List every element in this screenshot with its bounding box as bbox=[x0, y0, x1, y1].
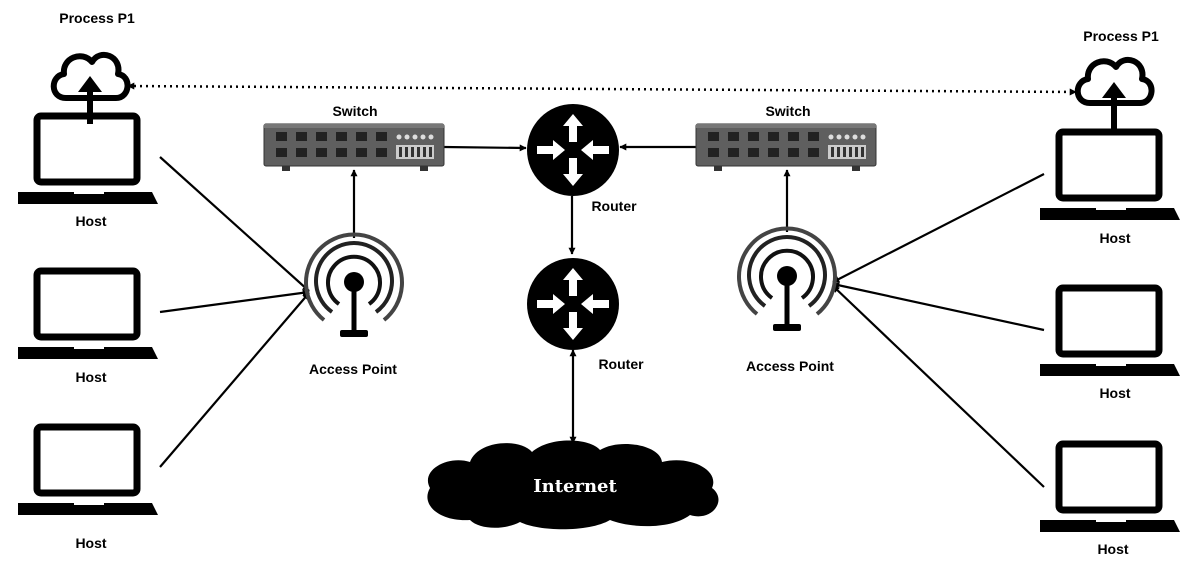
wireless-access-point-icon bbox=[737, 226, 837, 333]
access-point-left-label: Access Point bbox=[309, 361, 397, 377]
laptop-icon bbox=[1040, 288, 1180, 376]
host-label: Host bbox=[75, 535, 106, 551]
left-host-2 bbox=[18, 271, 158, 359]
laptop-icon bbox=[18, 116, 158, 204]
wireless-access-point-icon bbox=[304, 232, 404, 339]
left-host-1 bbox=[18, 55, 158, 204]
process-left bbox=[54, 55, 128, 124]
router-icon bbox=[527, 258, 619, 350]
cloud-icon bbox=[427, 440, 719, 530]
host-label: Host bbox=[1097, 541, 1128, 557]
laptop-icon bbox=[18, 271, 158, 359]
host-label: Host bbox=[75, 369, 106, 385]
link-host1-ap-right bbox=[832, 173, 1045, 283]
link-host2-ap-left bbox=[159, 289, 310, 314]
laptop-icon bbox=[18, 427, 158, 515]
left-host-3 bbox=[18, 427, 158, 515]
process-right-label: Process P1 bbox=[1083, 28, 1159, 44]
process-left-label: Process P1 bbox=[59, 10, 135, 26]
laptop-icon bbox=[1040, 132, 1180, 220]
router-bottom-label: Router bbox=[598, 356, 644, 372]
right-host-2 bbox=[1040, 288, 1180, 376]
network-switch-icon bbox=[263, 123, 445, 172]
host-label: Host bbox=[75, 213, 106, 229]
network-switch-icon bbox=[695, 123, 877, 172]
link-host2-ap-right bbox=[832, 281, 1045, 332]
link-host1-ap-left bbox=[159, 156, 310, 292]
link-host3-ap-right bbox=[832, 285, 1045, 488]
right-host-3 bbox=[1040, 444, 1180, 532]
internet-label: Internet bbox=[533, 476, 617, 497]
access-point-right-label: Access Point bbox=[746, 358, 834, 374]
switch-right-label: Switch bbox=[765, 103, 810, 119]
host-label: Host bbox=[1099, 230, 1130, 246]
host-label: Host bbox=[1099, 385, 1130, 401]
right-host-1 bbox=[1040, 60, 1180, 220]
laptop-icon bbox=[1040, 444, 1180, 532]
link-switch-left-router bbox=[443, 144, 527, 152]
router-icon bbox=[527, 104, 619, 196]
router-top-label: Router bbox=[591, 198, 637, 214]
switch-left-label: Switch bbox=[332, 103, 377, 119]
process-link bbox=[127, 82, 1077, 96]
process-right bbox=[1078, 60, 1152, 130]
connections bbox=[127, 82, 1077, 488]
link-host3-ap-left bbox=[159, 292, 310, 468]
